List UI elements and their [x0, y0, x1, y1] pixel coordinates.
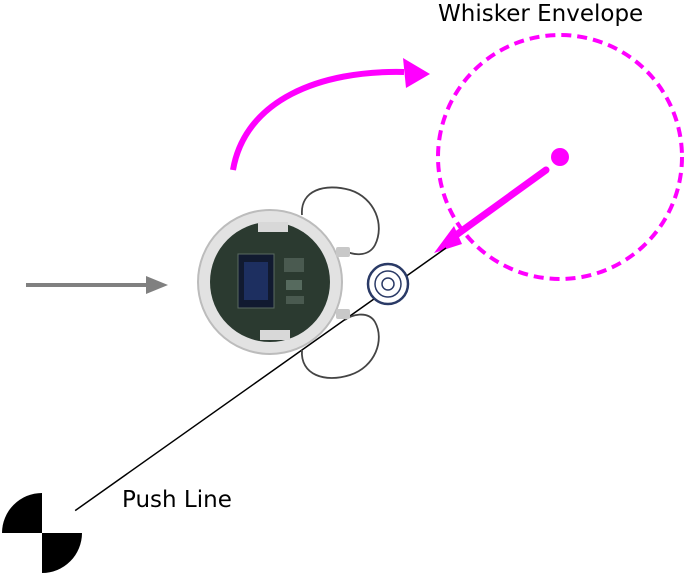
- push-line-label: Push Line: [122, 487, 232, 513]
- whisker-envelope-center-dot: [551, 148, 569, 166]
- curved-arrow-icon: [230, 58, 430, 171]
- whisker-upper: [301, 186, 380, 256]
- whisker-envelope-circle: [436, 33, 684, 281]
- robot-icon: [197, 209, 350, 355]
- whisker-envelope-label: Whisker Envelope: [438, 1, 643, 27]
- approach-arrow-icon: [434, 166, 550, 253]
- arrow-right-icon: [26, 276, 168, 294]
- object-icon: [366, 262, 410, 306]
- target-marker-icon: [2, 493, 82, 573]
- whisker-lower: [301, 313, 380, 379]
